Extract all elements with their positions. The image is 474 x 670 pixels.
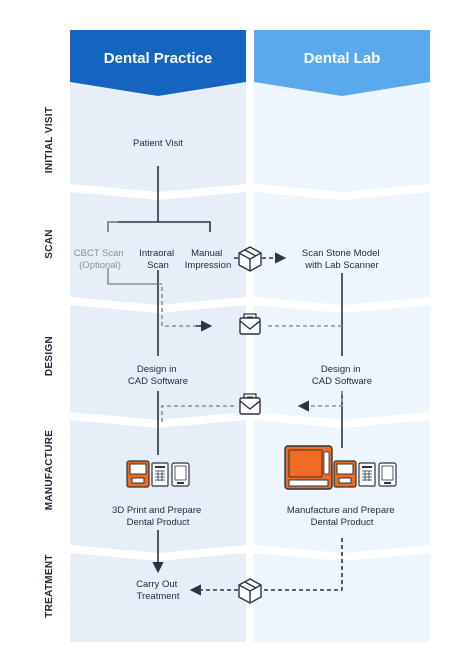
- node-design-lab: Design in CAD Software: [312, 364, 372, 387]
- milling-machine-icon: [151, 462, 169, 487]
- stage-initial-visit: INITIAL VISIT: [44, 107, 55, 174]
- node-scan-stone-model: Scan Stone Model with Lab Scanner: [302, 248, 382, 271]
- node-design-practice: Design in CAD Software: [128, 364, 188, 387]
- lab-header-title: Dental Lab: [304, 50, 381, 67]
- stage-treatment: TREATMENT: [44, 554, 55, 618]
- tablet-icon: [378, 462, 397, 487]
- practice-header: [70, 30, 246, 96]
- node-patient-visit: Patient Visit: [133, 138, 183, 149]
- node-carry-out-treatment: Carry Out Treatment: [136, 579, 180, 602]
- envelope-icon: [239, 313, 261, 335]
- curing-unit-icon: [284, 445, 333, 490]
- stage-separators: [70, 184, 430, 561]
- printer-icon: [126, 460, 150, 488]
- lab-header: [254, 30, 430, 96]
- stage-design: DESIGN: [44, 336, 55, 376]
- node-manufacture-prepare: Manufacture and Prepare Dental Product: [287, 505, 397, 528]
- practice-header-title: Dental Practice: [104, 50, 212, 67]
- node-cbct-scan: CBCT Scan (Optional): [74, 248, 127, 271]
- package-icon: [238, 246, 262, 272]
- node-intraoral-scan: Intraoral Scan: [139, 248, 177, 271]
- envelope-icon: [239, 393, 261, 415]
- tablet-icon: [171, 462, 190, 487]
- stage-scan: SCAN: [44, 229, 55, 259]
- stage-manufacture: MANUFACTURE: [44, 430, 55, 511]
- node-print-prepare: 3D Print and Prepare Dental Product: [112, 505, 204, 528]
- milling-machine-icon: [358, 462, 376, 487]
- package-icon: [238, 578, 262, 604]
- node-manual-impression: Manual Impression: [185, 248, 231, 271]
- printer-icon: [333, 460, 357, 488]
